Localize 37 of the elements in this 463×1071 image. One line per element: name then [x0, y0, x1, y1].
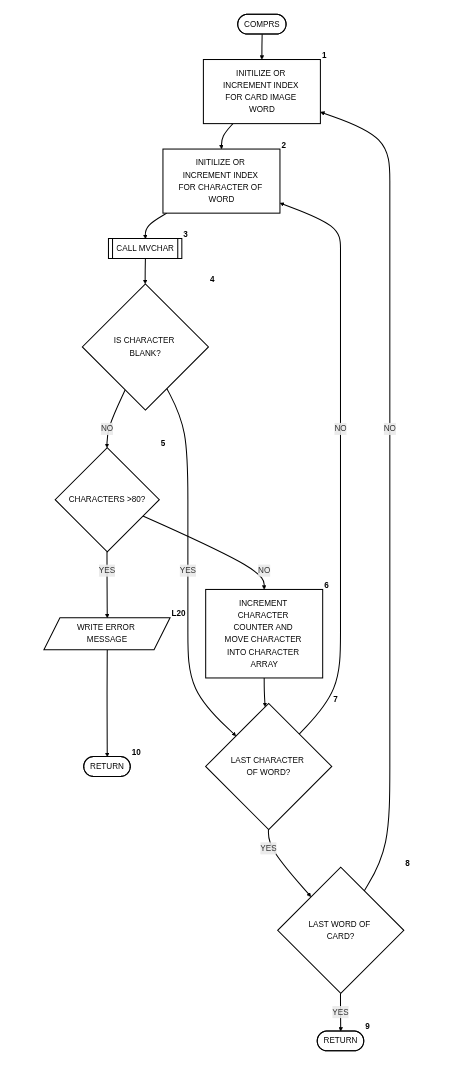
step-number: 3	[183, 230, 188, 240]
edge-label: YES	[332, 1007, 349, 1017]
step-number: 7	[333, 694, 338, 704]
edge-label: NO	[334, 424, 347, 433]
step-number: 6	[324, 580, 329, 590]
step-number: 5	[160, 439, 166, 449]
step-number: 1	[321, 51, 327, 60]
arrow	[166, 387, 237, 737]
edge-label: NO	[258, 566, 271, 575]
arrow	[267, 829, 312, 897]
edge-label: YES	[98, 566, 116, 575]
arrow	[105, 649, 110, 757]
node-diamond: IS CHARACTER BLANK?	[81, 283, 210, 411]
arrow	[279, 202, 341, 735]
step-number: 2	[281, 140, 286, 150]
arrow	[142, 515, 267, 590]
node-box: INCREMENT CHARACTER COUNTER AND MOVE CHARACTER INTO CHARACTER ARRAY	[205, 588, 324, 679]
arrow	[262, 677, 268, 707]
node-box: INITILIZE OR INCREMENT INDEX FOR CARD IMAGE WORD	[202, 59, 321, 125]
arrow	[259, 33, 265, 60]
arrow	[320, 111, 391, 892]
step-number: 9	[365, 1022, 370, 1032]
edge-label: YES	[179, 566, 197, 575]
edge-label: YES	[260, 843, 277, 853]
node-diamond: LAST WORD OF CARD?	[276, 866, 405, 995]
arrow	[104, 389, 126, 448]
step-number: 10	[131, 748, 141, 758]
edge-label: NO	[100, 424, 114, 433]
node-box: INITILIZE OR INCREMENT INDEX FOR CHARACTER OF WORD	[162, 148, 281, 214]
node-diamond: CHARACTERS >80?	[54, 446, 161, 553]
node-diamond: LAST CHARACTER OF WORD?	[204, 702, 333, 831]
edge-label: NO	[383, 424, 396, 433]
arrow	[142, 258, 148, 285]
arrow	[219, 123, 234, 150]
step-number: 8	[405, 858, 410, 868]
step-number: 4	[210, 275, 215, 285]
step-number: L20	[171, 609, 186, 619]
